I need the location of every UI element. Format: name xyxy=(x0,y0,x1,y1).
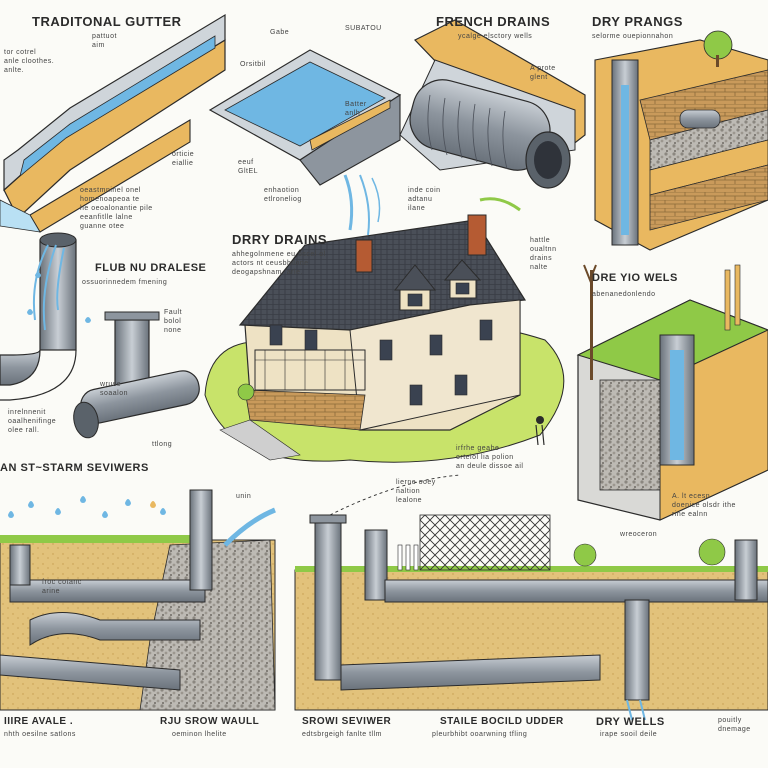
french-drains-title: FRENCH DRAINS xyxy=(436,14,551,29)
wruse-note: wruse soaalon xyxy=(100,381,129,397)
unin-note: unin xyxy=(236,493,252,500)
bottom-label-2-note: oeminon lhelite xyxy=(172,731,227,738)
french-drain-illustration xyxy=(399,19,586,212)
inde-coin-note: inde coin adtanu ilane xyxy=(408,187,441,212)
gutter-flume-illustration xyxy=(208,49,402,236)
storm-sewer-section-illustration xyxy=(0,489,276,711)
gutter-label-orsitbil: Orsitbil xyxy=(240,61,266,68)
sewer-network-section-illustration xyxy=(294,514,768,721)
center-right-note: irfrhe geabe orteiol lia polion an deule… xyxy=(456,445,524,470)
downspout-illustration xyxy=(0,232,200,439)
eeuf-note: eeuf GltEL xyxy=(238,159,259,175)
well-right-note: A. lt ecesn doenice olsdr ithe rine ealn… xyxy=(672,493,736,518)
bottom-label-1-note: nhth oesilne satlons xyxy=(4,731,76,738)
bottom-label-3-note: edtsbrgeigh fanlte tllm xyxy=(302,731,382,738)
dry-prangs-subtitle: selorme ouepionnahon xyxy=(592,33,674,40)
inrement-note: inrelnnenit oaalhenifinge olee rall. xyxy=(8,409,57,434)
well-bottom-note: wreoceron xyxy=(620,531,658,538)
gutter-label-gabe: Gabe xyxy=(270,29,290,36)
center-bottom-note: lierne ooey naltion lealone xyxy=(396,479,436,504)
dry-yio-wels-subtitle: abenanedonlendo xyxy=(592,291,656,298)
bottom-label-4-note: pleurbhibt ooarwning tfling xyxy=(432,731,528,738)
subato-label: SUBATOU xyxy=(345,25,382,32)
trust-note: hattle oualtnn drains nalte xyxy=(530,237,557,271)
dry-prangs-title: DRY PRANGS xyxy=(592,14,683,29)
bottom-label-4-title: STAILE BOCILD UDDER xyxy=(440,716,564,727)
bottom-label-6-note: pouitly dnemage xyxy=(718,717,751,733)
dry-drains-title: DRRY DRAINS xyxy=(232,232,328,247)
storm-left-note: froc cotanc arine xyxy=(42,579,82,595)
extension-note: enhaotion etlroneliog xyxy=(264,187,302,203)
house-illustration xyxy=(204,214,565,463)
fault-pipe-note: Fault bolol none xyxy=(164,309,183,334)
gutter-description: oeastmninel onel homenoapeoa te he oeoal… xyxy=(80,187,153,230)
gutter-left-note: tor cotrel anle cloothes. anlte. xyxy=(4,49,55,74)
bottom-label-5-note: irape sooil deile xyxy=(600,731,658,738)
gutter-top-note: pattuot aim xyxy=(92,33,117,49)
dry-prangs-illustration xyxy=(594,30,768,251)
traditional-gutter-title: TRADITONAL GUTTER xyxy=(32,14,182,29)
dry-yio-wels-title: DRE YIO WELS xyxy=(592,272,678,284)
traditional-gutter-illustration xyxy=(0,13,226,233)
flue-drainage-subtitle: ossuorinnedem fmening xyxy=(82,279,168,286)
bottom-label-1-title: IIIRE AVALE . xyxy=(4,716,74,727)
dry-well-section-illustration xyxy=(576,264,768,521)
french-drains-note: A prote glent xyxy=(530,65,556,81)
bottom-label-3-title: SROWI SEVIWER xyxy=(302,716,392,727)
dry-drains-subtitle: ahhegolnmene eu oscel ol actors nt ceusb… xyxy=(232,251,326,276)
storm-sewers-title: AN ST~STARM SEVIWERS xyxy=(0,462,149,474)
gutter-stretch-note: orticie eiallie xyxy=(172,151,195,167)
flue-drainage-title: FLUB NU DRALESE xyxy=(95,262,207,274)
french-drains-subtitle: ycalge elsctory wells xyxy=(458,33,533,40)
gutter-batter-note: Batter anlh xyxy=(345,101,367,117)
bottom-label-5-title: DRY WELLS xyxy=(596,716,665,728)
bottom-label-2-title: RJU SROW WAULL xyxy=(160,716,260,727)
thinng-note: ttlong xyxy=(152,441,173,448)
